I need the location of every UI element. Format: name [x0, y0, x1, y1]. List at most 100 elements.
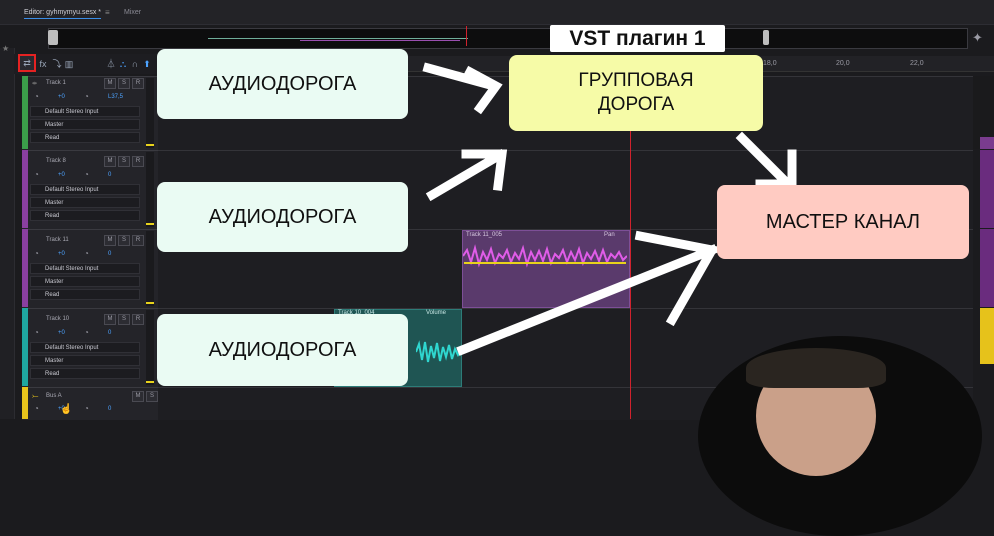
track-name[interactable]: Track 11 — [46, 237, 69, 243]
audio-track-label: АУДИОДОРОГА — [157, 314, 408, 386]
clip-label: Track 10_004 — [338, 310, 375, 316]
top-tab-bar — [0, 0, 994, 25]
mute-button[interactable]: M — [104, 78, 116, 89]
pin-icon[interactable]: ✦ — [972, 30, 983, 45]
eq-icon[interactable]: ▥ — [64, 59, 74, 69]
tab-mixer[interactable]: Mixer — [124, 9, 142, 16]
automation-mode-select[interactable]: Read — [30, 368, 140, 379]
track-color-strip — [980, 150, 994, 228]
solo-button[interactable]: S — [118, 156, 130, 167]
overview-left-handle[interactable] — [48, 30, 58, 45]
playhead[interactable] — [630, 56, 631, 419]
inputs-outputs-icon[interactable]: ⇄ — [18, 54, 36, 72]
record-button[interactable]: R — [132, 314, 144, 325]
waveform — [416, 340, 460, 363]
overview-right-handle[interactable] — [763, 30, 769, 45]
automation-mode-select[interactable]: Read — [30, 210, 140, 221]
pan-value[interactable]: 0 — [108, 330, 112, 336]
volume-knob-icon[interactable]: ◔ — [34, 92, 39, 101]
track-color-strip — [22, 150, 28, 228]
level-meter — [146, 231, 154, 306]
track-name[interactable]: Track 10 — [46, 316, 70, 322]
drag-handle-icon[interactable]: ⇹ — [32, 81, 38, 87]
tab-editor[interactable]: Editor: gyhmymyu.sesx * — [24, 9, 102, 19]
volume-value[interactable]: +0 — [58, 251, 65, 257]
volume-value[interactable]: +0 — [58, 406, 65, 412]
pan-value[interactable]: L37,5 — [108, 94, 124, 100]
master-channel-label: МАСТЕР КАНАЛ — [717, 185, 969, 259]
star-icon[interactable]: ★ — [2, 44, 10, 53]
audio-track-label: АУДИОДОРОГА — [157, 182, 408, 252]
automation-mode-select[interactable]: Read — [30, 132, 140, 143]
input-select[interactable]: Default Stereo Input — [30, 263, 140, 274]
overview-track-line — [300, 40, 460, 41]
record-button[interactable]: R — [132, 156, 144, 167]
solo-button[interactable]: S — [146, 391, 158, 402]
arrow-4-head — [755, 149, 797, 189]
output-select[interactable]: Master — [30, 197, 140, 208]
effects-icon[interactable]: fx — [39, 59, 47, 69]
output-select[interactable]: Master — [30, 119, 140, 130]
arrows-overlay — [422, 62, 797, 356]
pan-value[interactable]: 0 — [108, 251, 112, 257]
track-color-strip — [980, 308, 994, 364]
record-button[interactable]: R — [132, 235, 144, 246]
pan-value[interactable]: 0 — [108, 406, 112, 412]
track-color-strip — [22, 229, 28, 307]
headphones-icon[interactable]: ∩ — [131, 59, 139, 69]
volume-knob-icon[interactable]: ◔ — [34, 249, 39, 258]
mute-button[interactable]: M — [104, 156, 116, 167]
volume-value[interactable]: +0 — [58, 94, 65, 100]
pan-knob-icon[interactable]: ◔ — [84, 328, 89, 337]
volume-knob-icon[interactable]: ◔ — [34, 404, 39, 413]
track-name[interactable]: Track 8 — [46, 158, 66, 164]
solo-button[interactable]: S — [118, 235, 130, 246]
ruler-tick-label: 22,0 — [910, 60, 924, 67]
audio-track-label: АУДИОДОРОГА — [157, 49, 408, 119]
level-meter — [146, 78, 154, 148]
volume-value[interactable]: +0 — [58, 330, 65, 336]
monitor-icon[interactable]: ⬆ — [143, 59, 151, 69]
left-panel-strip — [0, 48, 15, 419]
ruler-tick-label: 18,0 — [763, 60, 777, 67]
metronome-icon[interactable]: ⏃ — [106, 59, 116, 69]
record-button[interactable]: R — [132, 78, 144, 89]
pan-knob-icon[interactable]: ◔ — [84, 404, 89, 413]
track-color-strip — [980, 137, 994, 149]
snap-icon[interactable]: ⛬ — [119, 59, 127, 69]
arrow-2-line — [425, 148, 507, 202]
arrow-3-head — [634, 230, 720, 327]
automation-mode-select[interactable]: Read — [30, 289, 140, 300]
mute-button[interactable]: M — [132, 391, 144, 402]
output-select[interactable]: Master — [30, 276, 140, 287]
pan-knob-icon[interactable]: ◔ — [84, 170, 89, 179]
mute-button[interactable]: M — [104, 314, 116, 325]
mute-button[interactable]: M — [104, 235, 116, 246]
clip-param-label[interactable]: Volume — [426, 310, 447, 316]
input-select[interactable]: Default Stereo Input — [30, 184, 140, 195]
pan-envelope-line[interactable] — [464, 262, 626, 264]
volume-knob-icon[interactable]: ◔ — [34, 328, 39, 337]
pan-value[interactable]: 0 — [108, 172, 112, 178]
track-name[interactable]: Track 1 — [46, 80, 66, 86]
volume-knob-icon[interactable]: ◔ — [34, 170, 39, 179]
arrow-3-line — [456, 244, 718, 356]
track-name[interactable]: Bus A — [46, 393, 62, 399]
pan-knob-icon[interactable]: ◔ — [84, 249, 89, 258]
volume-value[interactable]: +0 — [58, 172, 65, 178]
hand-cursor-icon: ☝ — [60, 404, 73, 415]
solo-button[interactable]: S — [118, 78, 130, 89]
solo-button[interactable]: S — [118, 314, 130, 325]
arrow-4-line — [735, 131, 795, 191]
input-select[interactable]: Default Stereo Input — [30, 106, 140, 117]
sends-icon[interactable]: ⤵ — [52, 59, 62, 69]
hamburger-icon[interactable]: ≡ — [105, 8, 110, 17]
group-track-label: ГРУППОВАЯ ДОРОГА — [509, 55, 763, 131]
waveform — [463, 244, 627, 268]
output-select[interactable]: Master — [30, 355, 140, 366]
input-select[interactable]: Default Stereo Input — [30, 342, 140, 353]
pan-knob-icon[interactable]: ◔ — [84, 92, 89, 101]
clip-param-label[interactable]: Pan — [604, 232, 615, 238]
track-color-strip — [22, 76, 28, 149]
overview-track-line — [208, 38, 468, 39]
